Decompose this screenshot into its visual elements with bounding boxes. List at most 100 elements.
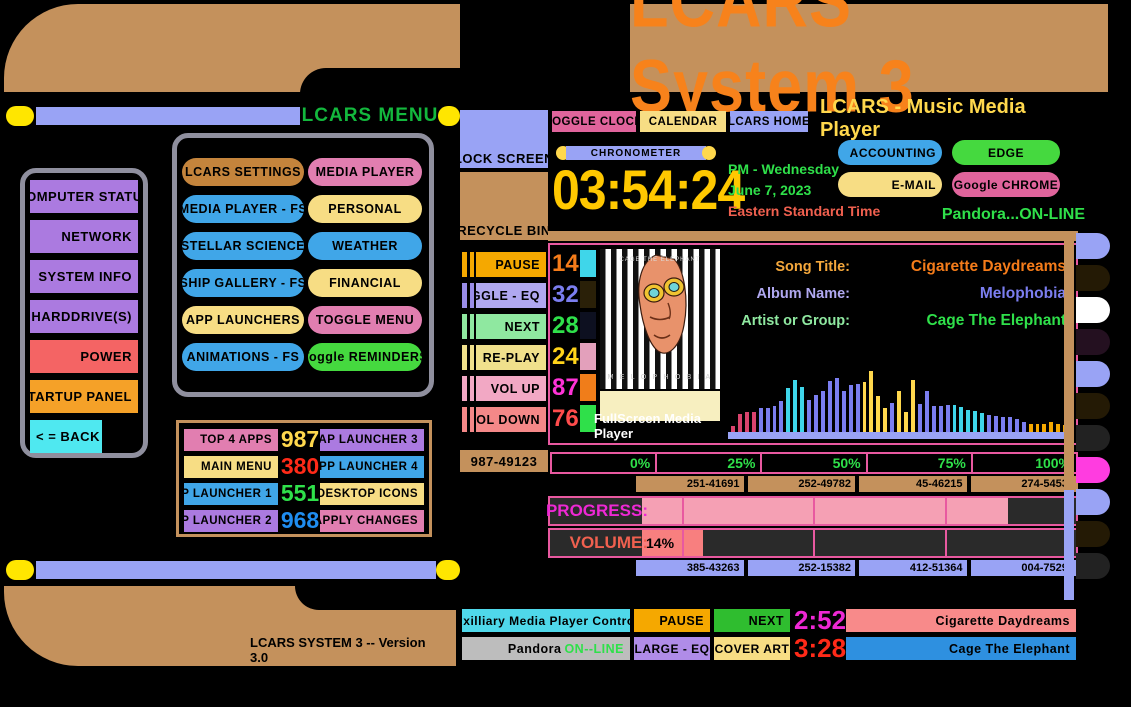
right-edge-accent-blue: [1064, 490, 1074, 600]
progress-label: PROGRESS:: [545, 501, 648, 520]
percent-scale-row: 0%25%50%75%100%: [550, 452, 1078, 474]
menu-button-animations-fs[interactable]: ANIMATIONS - FS: [182, 343, 304, 371]
app-button-google-chrome[interactable]: Google CHROME: [952, 172, 1060, 197]
media-button-vol-down[interactable]: VOL DOWN: [476, 407, 546, 432]
pandora-toggle[interactable]: Pandora ON--LINE: [462, 637, 630, 660]
percent-tick-2: 50%: [762, 454, 868, 472]
clock-line-2: Eastern Standard Time: [728, 203, 881, 219]
progress-bar-track[interactable]: [548, 496, 1078, 526]
percent-tick-3: 75%: [868, 454, 973, 472]
equalizer-bar: [778, 400, 785, 434]
media-button-next[interactable]: NEXT: [476, 314, 546, 339]
menu-button-media-player[interactable]: MEDIA PLAYER: [308, 158, 422, 186]
launcher-right-2[interactable]: DESKTOP ICONS: [320, 483, 424, 505]
recycle-bin-button[interactable]: RECYCLE BIN: [460, 172, 548, 240]
pandora-label: Pandora: [507, 641, 562, 656]
media-tick2-1: [470, 283, 474, 308]
song-info-value-2: Cage The Elephant: [926, 312, 1066, 329]
color-square-2: [580, 312, 596, 339]
equalizer-bar: [826, 380, 833, 434]
lock-screen-button[interactable]: LOCK SCREEN: [460, 110, 548, 168]
launcher-right-3[interactable]: APPLY CHANGES: [320, 510, 424, 532]
pause-button[interactable]: PAUSE: [634, 609, 710, 632]
media-button-re-play[interactable]: RE-PLAY: [476, 345, 546, 370]
app-button-e-mail[interactable]: E-MAIL: [838, 172, 942, 197]
media-button-toggle-eq[interactable]: TOGGLE - EQ: [476, 283, 546, 308]
launcher-left-2[interactable]: APP LAUNCHER 1: [184, 483, 278, 505]
sidebar-item-startup-panel[interactable]: STARTUP PANEL: [30, 380, 138, 413]
cover-art-button[interactable]: COVER ART: [714, 637, 790, 660]
serial-upper-1: 252-49782: [747, 476, 855, 492]
top-button-calendar[interactable]: CALENDAR: [640, 111, 726, 132]
time-total: 3:28: [793, 632, 847, 663]
color-square-4: [580, 374, 596, 401]
time-elapsed: 2:52: [793, 604, 847, 635]
sidebar-item-back[interactable]: < = BACK: [30, 420, 102, 453]
media-tick-3: [462, 345, 467, 370]
launcher-left-3[interactable]: APP LAUNCHER 2: [184, 510, 278, 532]
launcher-left-1[interactable]: MAIN MENU: [184, 456, 278, 478]
bottom-bar: [36, 561, 436, 579]
equalizer-bar: [903, 411, 909, 434]
sidebar-item-network[interactable]: NETWORK: [30, 220, 138, 253]
menu-bar: [36, 107, 300, 125]
sidebar-item-power[interactable]: POWER: [30, 340, 138, 373]
menu-button-toggle-reminders[interactable]: Toggle REMINDERS: [308, 343, 422, 371]
equalizer-bar: [861, 381, 868, 434]
bottom-bar-right-cap: [436, 560, 460, 580]
aux-controls-button[interactable]: Auxilliary Media Player Controls: [462, 609, 630, 632]
menu-button-stellar-science[interactable]: STELLAR SCIENCE: [182, 232, 304, 260]
equalizer-bar: [736, 413, 743, 434]
equalizer-bar: [764, 407, 771, 434]
album-caption-strip: [600, 391, 720, 421]
launcher-right-0[interactable]: AAP LAUNCHER 3: [320, 429, 424, 451]
song-info-label-0: Song Title:: [775, 259, 850, 275]
edge-block-1: [1076, 265, 1110, 291]
right-edge-accent: [1064, 233, 1074, 543]
launcher-right-1[interactable]: APP LAUNCHER 4: [320, 456, 424, 478]
menu-button-weather[interactable]: WEATHER: [308, 232, 422, 260]
serial-lower-0: 385-43263: [636, 560, 744, 576]
chronometer-right-cap: [702, 146, 716, 160]
album-art[interactable]: CAGE THE ELEPHANT M E L O P H O B I A: [600, 249, 720, 389]
volume-bar-fill: 14%: [642, 530, 703, 556]
media-tick-4: [462, 376, 467, 401]
media-value-5: 76: [552, 405, 579, 432]
edge-block-3: [1076, 329, 1110, 355]
equalizer-bar: [965, 409, 972, 434]
sidebar-item-computer-status[interactable]: COMPUTER STATUS: [30, 180, 138, 213]
media-tick2-0: [470, 252, 474, 277]
volume-bar-track[interactable]: 14%: [548, 528, 1078, 558]
media-tick2-2: [470, 314, 474, 339]
track-artist: Cage The Elephant: [846, 637, 1076, 660]
status-label: STATUS:: [493, 503, 548, 519]
menu-button-toggle-menu[interactable]: TOGGLE MENU: [308, 306, 422, 334]
fullscreen-media-player-label[interactable]: FullScreen Media Player: [594, 411, 701, 441]
menu-button-financial[interactable]: FINANCIAL: [308, 269, 422, 297]
album-top-text: CAGE THE ELEPHANT: [620, 257, 701, 263]
sidebar-item-harddrive-s[interactable]: HARDDRIVE(S): [30, 300, 138, 333]
menu-button-ship-gallery-fs[interactable]: SHIP GALLERY - FS: [182, 269, 304, 297]
serial-left: 987-49123: [460, 450, 548, 472]
menu-button-personal[interactable]: PERSONAL: [308, 195, 422, 223]
media-button-vol-up[interactable]: VOL UP: [476, 376, 546, 401]
menu-button-media-player-fs[interactable]: MEDIA PLAYER - FS: [182, 195, 304, 223]
equalizer-bar: [889, 402, 896, 434]
equalizer-bar: [785, 387, 792, 434]
top-button-toggle-clock[interactable]: TOGGLE CLOCK: [552, 111, 636, 132]
media-value-1: 32: [552, 281, 579, 308]
launcher-left-0[interactable]: TOP 4 APPS: [184, 429, 278, 451]
top-button-lcars-home[interactable]: LCARS HOME: [730, 111, 808, 132]
sidebar-item-system-info[interactable]: SYSTEM INFO: [30, 260, 138, 293]
menu-button-app-launchers[interactable]: APP LAUNCHERS: [182, 306, 304, 334]
media-button-pause[interactable]: PAUSE: [476, 252, 546, 277]
chronometer-label: CHRONOMETER: [566, 146, 706, 160]
app-button-edge[interactable]: EDGE: [952, 140, 1060, 165]
color-square-5: [580, 405, 596, 432]
next-button[interactable]: NEXT: [714, 609, 790, 632]
media-tick2-4: [470, 376, 474, 401]
menu-button-lcars-settings[interactable]: LCARS SETTINGS: [182, 158, 304, 186]
large-eq-button[interactable]: LARGE - EQ: [634, 637, 710, 660]
app-button-accounting[interactable]: ACCOUNTING: [838, 140, 942, 165]
